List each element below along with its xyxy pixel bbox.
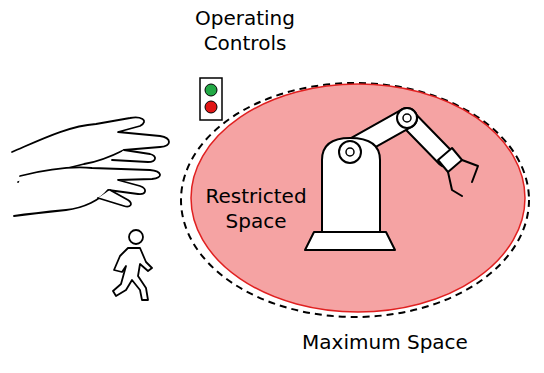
- control-light: [200, 78, 222, 120]
- robot-arm: [305, 108, 478, 250]
- zone-outline: [181, 83, 529, 317]
- walking-person: [113, 230, 152, 300]
- zone-label: Maximum Space: [270, 330, 500, 355]
- maximum-space-zone: Maximum SpaceRestricted Space: [180, 82, 530, 318]
- controls-label: Operating Controls: [170, 6, 320, 56]
- reaching-hands: [12, 117, 169, 216]
- restricted-space-zone: Restricted Space: [190, 83, 526, 313]
- zone-label: Restricted Space: [186, 184, 326, 234]
